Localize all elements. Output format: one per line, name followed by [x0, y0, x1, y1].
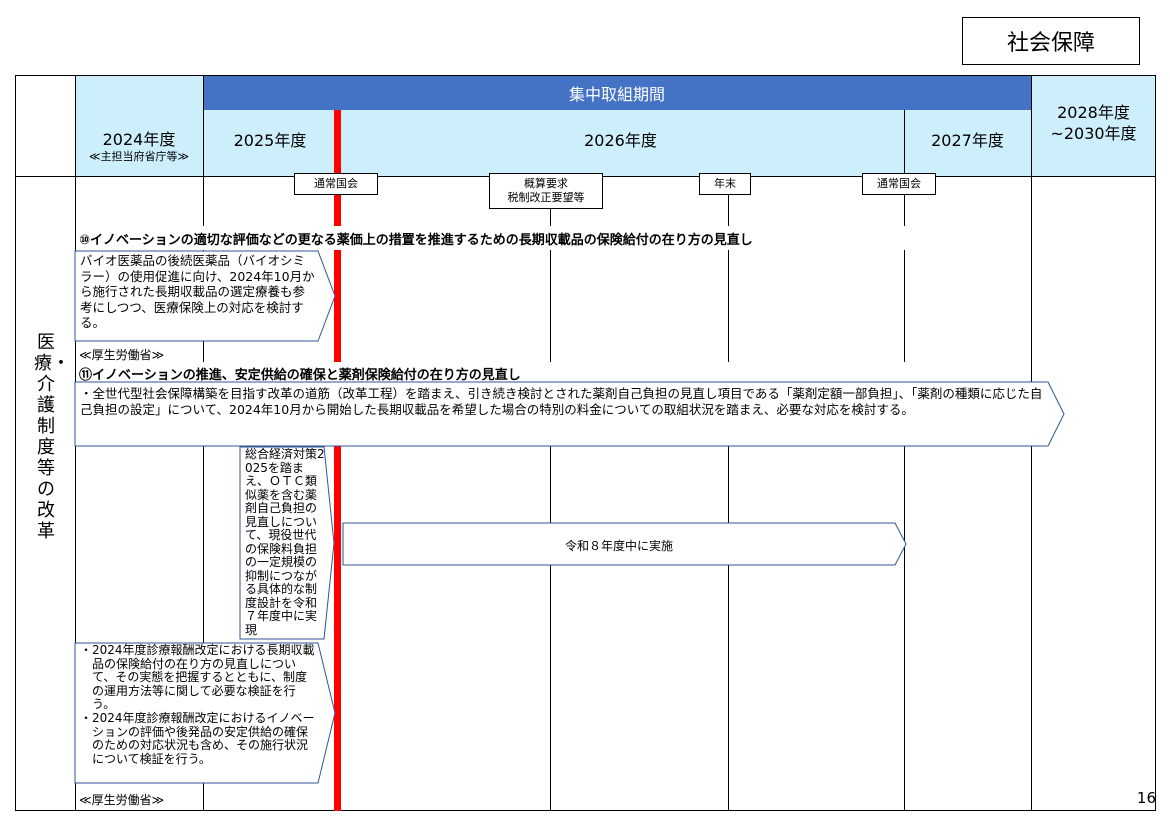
grid-col-yearend [728, 177, 729, 811]
item10-ministry: ≪厚生労働省≫ [79, 348, 165, 362]
title11-band [76, 362, 1030, 382]
grid-outer-left [15, 75, 16, 811]
item11-policy: 総合経済対策2025を踏まえ、ＯＴＣ類似薬を含む薬剤自己負担の見直しについて、現… [245, 447, 325, 637]
header-fy2024-sub: ≪主担当府省庁等≫ [88, 150, 190, 163]
event-budget-line1: 概算要求 [524, 177, 568, 190]
item11-ministry: ≪厚生労働省≫ [79, 793, 165, 807]
grid-outer-bottom [15, 810, 1156, 811]
item11-title: ⑪イノベーションの推進、安定供給の確保と薬剤保険給付の在り方の見直し [79, 368, 521, 383]
header-fy2024-cell [75, 76, 203, 176]
current-date-marker [334, 110, 341, 811]
item10-arrow-shape [74, 250, 336, 342]
header-fy2026: 2026年度 [584, 131, 657, 150]
event-diet-1: 通常国会 [294, 173, 378, 195]
item10-title: ⑩イノベーションの適切な評価などの更なる薬価上の措置を推進するための長期収載品の… [79, 233, 753, 248]
header-fy2028-cell [1031, 76, 1156, 176]
header-fy2028-line2: ~2030年度 [1050, 124, 1137, 143]
header-fy2027: 2027年度 [931, 131, 1004, 150]
event-year-end: 年末 [699, 173, 751, 195]
item10-body: バイオ医薬品の後続医薬品（バイオシミラー）の使用促進に向け、2024年10月から… [80, 253, 315, 330]
item11-review-shape [74, 642, 336, 784]
item11-long-arrow-shape [74, 381, 1065, 447]
page-number: 16 [1136, 789, 1156, 807]
grid-outer-top [15, 75, 1156, 76]
header-years-cell [203, 110, 1031, 176]
item11-body: ・全世代型社会保障構築を目指す改革の道筋（改革工程）を踏まえ、引き続き検討とされ… [80, 386, 1043, 417]
event-budget-request: 概算要求 税制改正要望等 [489, 173, 603, 209]
grid-outer-right [1155, 75, 1156, 811]
header-fy2024: 2024年度 [102, 130, 176, 149]
item11-policy-shape [239, 446, 335, 640]
row-label: 医療・介護制度等の改革 [34, 332, 70, 542]
implementation-label: 令和８年度中に実施 [564, 539, 673, 553]
item11-review-2: ・2024年度診療報酬改定におけるイノベーションの評価や後発品の安定供給の確保の… [80, 711, 315, 766]
item11-review-1: ・2024年度診療報酬改定における長期収載品の保険給付の在り方の見直しについて、… [80, 643, 315, 711]
intensive-period-band: 集中取組期間 [203, 76, 1031, 110]
header-fy2028-line1: 2028年度 [1057, 103, 1130, 122]
header-fy2025: 2025年度 [233, 131, 307, 150]
event-diet-2: 通常国会 [862, 173, 936, 195]
category-tag: 社会保障 [962, 17, 1140, 65]
title10-band [76, 226, 1030, 250]
implementation-arrow-shape [342, 522, 907, 566]
grid-col-budget [550, 177, 551, 811]
event-budget-line2: 税制改正要望等 [507, 191, 585, 204]
grid-col-2027-start [904, 110, 905, 811]
